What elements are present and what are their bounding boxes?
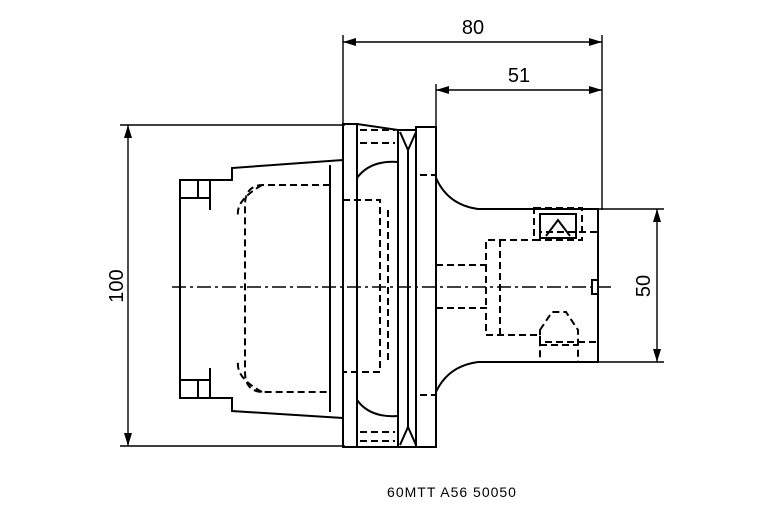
set-screw-bottom (539, 311, 579, 363)
dim-label-100: 100 (106, 269, 128, 302)
dimension-flange-diameter: 100 (106, 124, 345, 447)
flange (342, 123, 437, 448)
dim-label-80: 80 (462, 17, 484, 39)
drawing-caption: 60MTT A56 50050 (387, 484, 517, 500)
dimension-overall-length: 80 (342, 17, 603, 210)
shank (435, 177, 599, 393)
dimension-shank-diameter: 50 (598, 208, 664, 363)
dimension-shank-length: 51 (435, 65, 602, 128)
dim-label-51: 51 (508, 65, 530, 87)
set-screw-top (533, 207, 583, 241)
dim-label-50: 50 (633, 275, 655, 297)
left-inner-cavity-hidden (236, 184, 330, 393)
left-body-outline (179, 159, 344, 419)
